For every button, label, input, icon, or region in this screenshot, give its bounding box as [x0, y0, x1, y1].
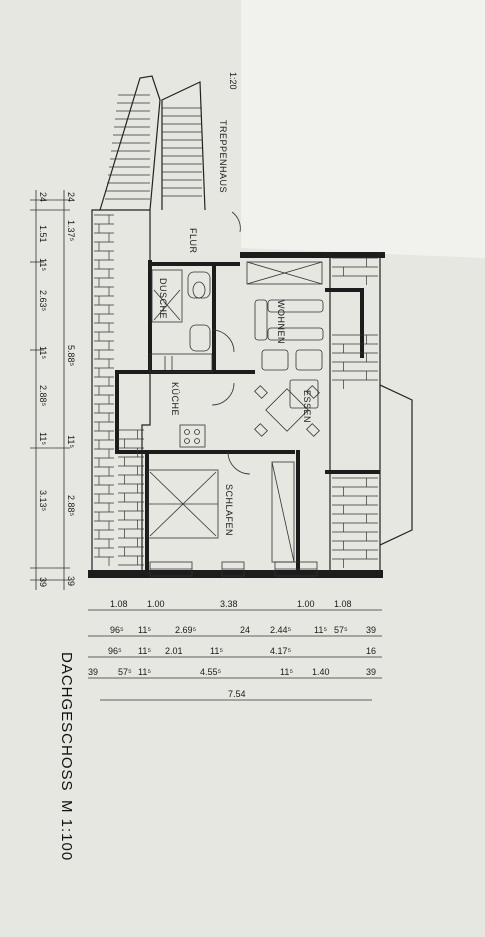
dim-left-inner-0: 24 — [38, 192, 48, 202]
dim-row2-7: 39 — [366, 625, 376, 635]
dim-left-outer-2: 5.88⁵ — [66, 345, 76, 367]
door-swings — [211, 211, 251, 475]
dim-row4-2: 11⁵ — [138, 667, 151, 677]
plan-scale: M 1:100 — [58, 800, 75, 861]
room-label-treppenhaus: TREPPENHAUS — [218, 120, 228, 193]
dim-left-outer-3: 11⁵ — [66, 435, 76, 448]
dim-row1-2: 3.38 — [220, 599, 238, 609]
dim-left-outer-1: 1.37⁵ — [66, 220, 76, 242]
room-label-dusche: DUSCHE — [158, 278, 168, 319]
dim-row2-1: 11⁵ — [138, 625, 151, 635]
stair-label: 1:20 — [228, 72, 238, 90]
dim-left-outer-0: 24 — [66, 192, 76, 202]
room-label-essen: ESSEN — [302, 390, 312, 423]
dim-left-inner-8: 39 — [38, 577, 48, 587]
dim-row4-3: 4.55⁵ — [200, 667, 222, 677]
dim-left-inner-6: 11⁵ — [38, 432, 48, 445]
dim-row2-3: 24 — [240, 625, 250, 635]
bed — [147, 469, 219, 539]
overlapping-paper-sheet — [241, 0, 485, 258]
dim-left-inner-2: 11⁵ — [38, 258, 48, 271]
wardrobe — [271, 461, 295, 563]
dim-left-inner-1: 1.51 — [38, 225, 48, 243]
roof-hatching-right — [332, 257, 378, 568]
dim-row2-6: 57⁵ — [334, 625, 348, 635]
plan-title: DACHGESCHOSS — [58, 652, 75, 792]
dim-row1-0: 1.08 — [110, 599, 128, 609]
dim-row4-6: 39 — [366, 667, 376, 677]
exterior-walls — [88, 75, 413, 578]
dim-left-outer-5: 39 — [66, 576, 76, 586]
dim-row3-0: 96⁵ — [108, 646, 122, 656]
dim-left-inner-3: 2.63⁵ — [38, 290, 48, 312]
room-label-kueche: KÜCHE — [170, 382, 180, 416]
dim-row1-3: 1.00 — [297, 599, 315, 609]
toilet-fixture — [187, 271, 211, 299]
dim-row3-1: 11⁵ — [138, 646, 151, 656]
dim-row1-1: 1.00 — [147, 599, 165, 609]
dim-row4-1: 57⁵ — [118, 667, 132, 677]
dim-row3-2: 2.01 — [165, 646, 183, 656]
dim-row4-5: 1.40 — [312, 667, 330, 677]
dim-row2-2: 2.69⁵ — [175, 625, 197, 635]
room-label-schlafen: SCHLAFEN — [224, 484, 234, 536]
room-label-wohnen: WOHNEN — [276, 300, 286, 344]
dim-left-inner-4: 11⁵ — [38, 346, 48, 359]
dim-row1-4: 1.08 — [334, 599, 352, 609]
dim-left-inner-7: 3.13⁵ — [38, 490, 48, 512]
shower-fixture — [151, 269, 183, 323]
room-label-flur: FLUR — [188, 228, 198, 254]
dim-row2-5: 11⁵ — [314, 625, 327, 635]
dim-row4-0: 39 — [88, 667, 98, 677]
dimension-lines-left — [30, 190, 70, 590]
staircase — [161, 81, 206, 211]
dim-row3-5: 16 — [366, 646, 376, 656]
dim-left-inner-5: 2.88⁵ — [38, 385, 48, 407]
dim-total: 7.54 — [228, 689, 246, 699]
sink-fixture — [189, 324, 211, 352]
dining-table — [254, 385, 320, 437]
dimension-lines-bottom — [88, 609, 382, 701]
dim-row4-4: 11⁵ — [280, 667, 293, 677]
dim-left-outer-4: 2.88⁵ — [66, 495, 76, 517]
dim-row3-3: 11⁵ — [210, 646, 223, 656]
kitchen-counter — [149, 353, 213, 448]
living-furniture — [254, 299, 324, 409]
dim-row2-4: 2.44⁵ — [270, 625, 292, 635]
roof-hatching-left — [94, 94, 150, 566]
windows — [149, 261, 323, 577]
dim-row2-0: 96⁵ — [110, 625, 124, 635]
dim-row3-4: 4.17⁵ — [270, 646, 292, 656]
